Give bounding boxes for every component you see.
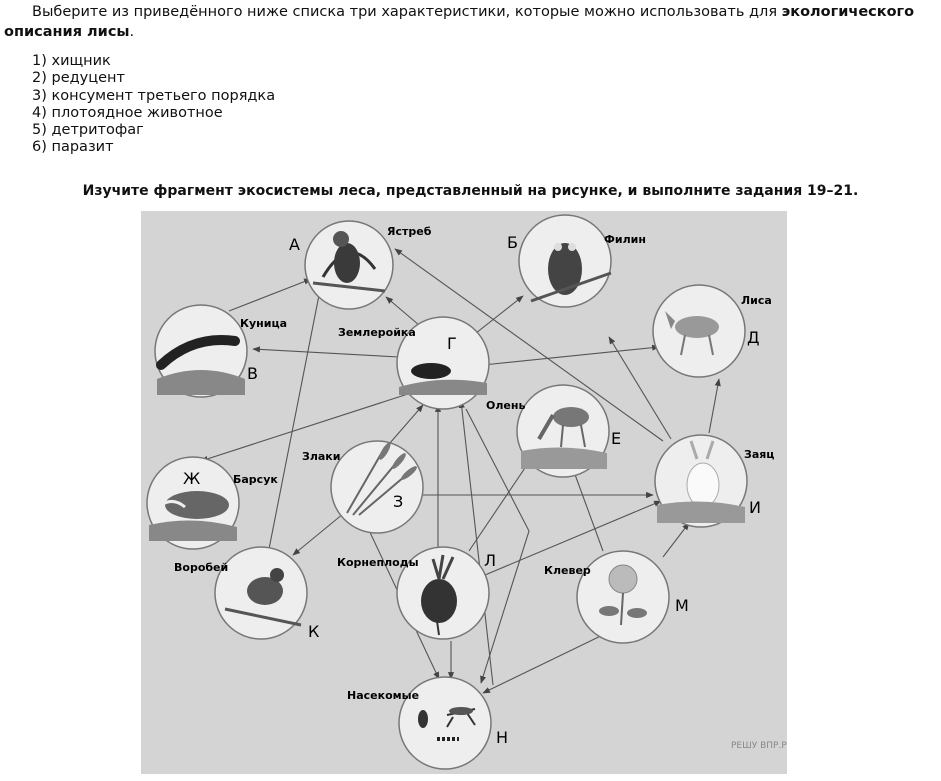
- arrow-L-to-I: [484, 500, 662, 576]
- food-web-diagram: А Ястреб Б Филин В Куница Г Землеройка Д…: [146, 214, 795, 770]
- node-letter-ZH: Ж: [183, 469, 200, 488]
- question-text-start: Выберите из приведённого ниже списка три…: [32, 4, 782, 20]
- node-letter-I: И: [749, 498, 761, 517]
- node-fox: [652, 284, 746, 378]
- node-letter-B: Б: [507, 233, 518, 252]
- ecosystem-figure: А Ястреб Б Филин В Куница Г Землеройка Д…: [141, 211, 795, 774]
- node-name-root-crops: Корнеплоды: [337, 556, 419, 569]
- node-clover: [576, 550, 670, 644]
- question-text: Выберите из приведённого ниже списка три…: [4, 2, 932, 42]
- option-item: 4) плотоядное животное: [32, 104, 223, 121]
- node-name-sparrow: Воробей: [174, 561, 228, 574]
- node-name-hare: Заяц: [744, 448, 774, 461]
- node-insects: [398, 676, 492, 770]
- node-name-shrew: Землеройка: [338, 326, 416, 339]
- node-letter-A: А: [289, 235, 300, 254]
- arrow-G-to-N: [465, 408, 530, 684]
- arrow-I-to-up: [708, 378, 721, 434]
- arrow-M-to-N: [482, 630, 612, 694]
- arrow-V-to-A: [228, 278, 312, 312]
- section-heading: Изучите фрагмент экосистемы леса, предст…: [82, 183, 859, 199]
- node-root-crops: [396, 546, 490, 640]
- arrow-L-to-E: [468, 458, 532, 552]
- node-letter-M: М: [675, 596, 689, 615]
- node-letter-K: К: [308, 622, 320, 641]
- arrow-G-to-V: [252, 346, 400, 358]
- arrow-Z-to-K: [292, 508, 350, 556]
- node-letter-V: В: [247, 364, 258, 383]
- option-item: 2) редуцент: [32, 70, 125, 87]
- node-letter-N: Н: [496, 728, 508, 747]
- node-grains: [330, 440, 424, 534]
- node-letter-D: Д: [747, 328, 760, 347]
- arrow-G-to-ZH: [200, 392, 412, 462]
- node-name-owl: Филин: [604, 233, 646, 246]
- node-letter-E: Е: [611, 429, 621, 448]
- arrow-I-to-A: [394, 248, 664, 442]
- arrow-N-to-G: [458, 400, 494, 686]
- option-item: 6) паразит: [32, 139, 114, 156]
- node-deer: [516, 384, 610, 478]
- arrow-I-to-D: [608, 336, 672, 440]
- option-item: 3) консумент третьего порядка: [32, 87, 276, 104]
- node-marten: [154, 304, 248, 398]
- question-text-bold: экологического описания лисы: [4, 4, 915, 40]
- options-list: 1) хищник 2) редуцент 3) консумент треть…: [32, 53, 275, 157]
- node-letter-L: Л: [484, 551, 496, 570]
- arrow-K-to-A: [268, 284, 323, 550]
- question-text-end: .: [129, 24, 135, 40]
- node-name-marten: Куница: [240, 317, 287, 330]
- node-sparrow: [214, 546, 308, 640]
- node-hare: [654, 434, 748, 528]
- watermark: РЕШУ ВПР.РФ: [731, 741, 787, 751]
- arrow-M-to-E: [572, 468, 604, 552]
- arrow-G-to-B: [470, 295, 524, 338]
- node-shrew: [396, 316, 490, 410]
- node-badger: [146, 456, 240, 550]
- arrow-G-to-D: [482, 344, 660, 366]
- node-name-grains: Злаки: [302, 450, 340, 463]
- node-hawk: [304, 220, 394, 310]
- node-letter-Z: З: [393, 492, 403, 511]
- node-name-fox: Лиса: [741, 294, 772, 307]
- arrow-M-to-I: [662, 522, 690, 558]
- option-item: 1) хищник: [32, 53, 111, 69]
- option-item: 5) детритофаг: [32, 122, 144, 139]
- node-name-badger: Барсук: [233, 473, 278, 486]
- node-name-hawk: Ястреб: [387, 225, 432, 238]
- node-letter-G: Г: [447, 334, 457, 353]
- node-name-deer: Олень: [486, 399, 525, 412]
- node-owl: [518, 214, 612, 308]
- node-name-insects: Насекомые: [347, 689, 419, 702]
- node-name-clover: Клевер: [544, 564, 591, 577]
